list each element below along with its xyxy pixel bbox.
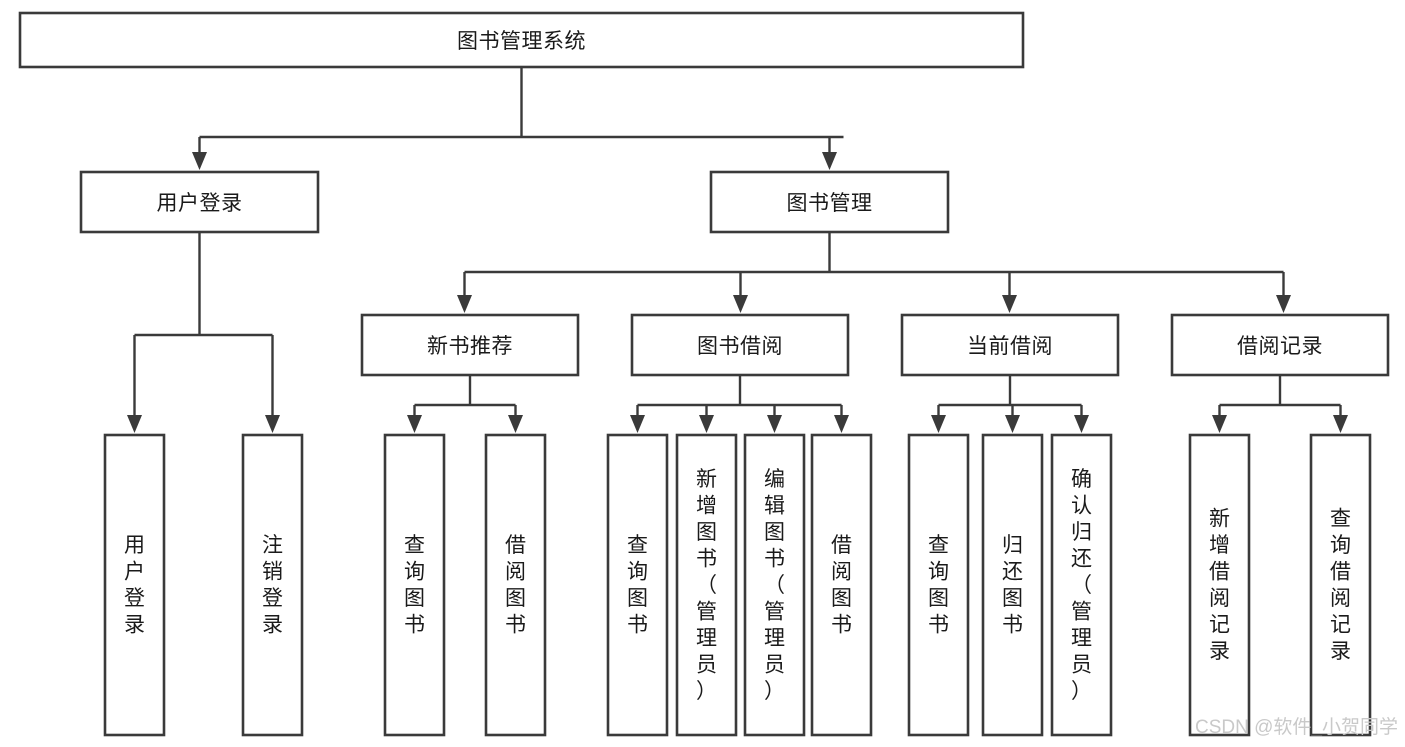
node-box-leaf-user-login xyxy=(103,433,166,737)
node-box-leaf-add-book xyxy=(675,433,738,737)
node-label-leaf-add-book: 新增图书（管理员） xyxy=(696,468,717,703)
node-label-leaf-user-login: 用户登录 xyxy=(124,534,145,637)
node-label-leaf-borrow-book-2: 借阅图书 xyxy=(831,534,852,637)
node-box-leaf-borrow-book-2 xyxy=(810,433,873,737)
node-label-borrow-record: 借阅记录 xyxy=(1237,335,1323,358)
node-box-leaf-confirm-return xyxy=(1050,433,1113,737)
node-leaf-query-book-2[interactable]: 查询图书 xyxy=(606,433,669,737)
node-layer: 图书管理系统用户登录图书管理新书推荐图书借阅当前借阅借阅记录用户登录注销登录查询… xyxy=(18,11,1390,737)
arrow-leaf-10 xyxy=(1005,415,1020,433)
arrow-book-borrow xyxy=(733,295,748,313)
node-box-root xyxy=(18,11,1025,69)
node-box-leaf-borrow-book-1 xyxy=(484,433,547,737)
node-box-leaf-query-book-1 xyxy=(383,433,446,737)
node-leaf-return-book[interactable]: 归还图书 xyxy=(981,433,1044,737)
node-label-leaf-edit-book: 编辑图书（管理员） xyxy=(764,468,785,703)
node-box-book-borrow xyxy=(630,313,850,377)
arrow-user-login xyxy=(192,152,207,170)
arrow-borrow-record xyxy=(1276,295,1291,313)
node-box-leaf-return-book xyxy=(981,433,1044,737)
node-book-borrow[interactable]: 图书借阅 xyxy=(630,313,850,377)
node-label-leaf-user-logout: 注销登录 xyxy=(262,534,283,637)
node-box-leaf-query-book-2 xyxy=(606,433,669,737)
node-label-leaf-add-record: 新增借阅记录 xyxy=(1209,508,1230,664)
node-leaf-query-book-1[interactable]: 查询图书 xyxy=(383,433,446,737)
arrow-leaf-3 xyxy=(407,415,422,433)
arrow-leaf-11 xyxy=(1074,415,1089,433)
node-root[interactable]: 图书管理系统 xyxy=(18,11,1025,69)
csdn-watermark: CSDN @软件_小贺同学 xyxy=(1195,716,1398,738)
node-box-leaf-add-record xyxy=(1188,433,1251,737)
arrow-leaf-4 xyxy=(508,415,523,433)
node-leaf-user-logout[interactable]: 注销登录 xyxy=(241,433,304,737)
node-label-leaf-confirm-return: 确认归还（管理员） xyxy=(1071,468,1092,703)
node-book-manage[interactable]: 图书管理 xyxy=(709,170,950,234)
node-label-leaf-query-book-3: 查询图书 xyxy=(928,534,949,637)
node-label-book-manage: 图书管理 xyxy=(787,192,873,215)
arrow-leaf-5 xyxy=(630,415,645,433)
node-box-current-borrow xyxy=(900,313,1120,377)
node-leaf-add-record[interactable]: 新增借阅记录 xyxy=(1188,433,1251,737)
node-box-leaf-query-record xyxy=(1309,433,1372,737)
node-box-leaf-edit-book xyxy=(743,433,806,737)
node-borrow-record[interactable]: 借阅记录 xyxy=(1170,313,1390,377)
node-leaf-borrow-book-1[interactable]: 借阅图书 xyxy=(484,433,547,737)
node-user-login[interactable]: 用户登录 xyxy=(79,170,320,234)
node-leaf-query-record[interactable]: 查询借阅记录 xyxy=(1309,433,1372,737)
node-label-current-borrow: 当前借阅 xyxy=(967,335,1053,358)
node-box-leaf-query-book-3 xyxy=(907,433,970,737)
arrow-leaf-7 xyxy=(767,415,782,433)
node-label-leaf-borrow-book-1: 借阅图书 xyxy=(505,534,526,637)
node-leaf-add-book[interactable]: 新增图书（管理员） xyxy=(675,433,738,737)
node-label-new-book-recommend: 新书推荐 xyxy=(427,335,513,358)
arrow-leaf-8 xyxy=(834,415,849,433)
node-label-user-login: 用户登录 xyxy=(157,192,243,215)
arrow-leaf-9 xyxy=(931,415,946,433)
node-leaf-query-book-3[interactable]: 查询图书 xyxy=(907,433,970,737)
node-leaf-edit-book[interactable]: 编辑图书（管理员） xyxy=(743,433,806,737)
node-new-book-recommend[interactable]: 新书推荐 xyxy=(360,313,580,377)
arrow-current-borrow xyxy=(1002,295,1017,313)
node-box-leaf-user-logout xyxy=(241,433,304,737)
node-label-leaf-return-book: 归还图书 xyxy=(1002,534,1023,637)
arrow-head-layer xyxy=(127,152,1348,433)
arrow-leaf-1 xyxy=(127,415,142,433)
arrow-new-book xyxy=(457,295,472,313)
arrow-leaf-2 xyxy=(265,415,280,433)
arrow-book-manage xyxy=(822,152,837,170)
arrow-leaf-13 xyxy=(1333,415,1348,433)
node-box-user-login xyxy=(79,170,320,234)
node-label-leaf-query-record: 查询借阅记录 xyxy=(1330,508,1351,664)
arrow-leaf-12 xyxy=(1212,415,1227,433)
node-label-leaf-query-book-2: 查询图书 xyxy=(627,534,648,637)
node-leaf-user-login[interactable]: 用户登录 xyxy=(103,433,166,737)
node-box-new-book-recommend xyxy=(360,313,580,377)
node-label-root: 图书管理系统 xyxy=(457,30,586,53)
arrow-leaf-6 xyxy=(699,415,714,433)
node-label-book-borrow: 图书借阅 xyxy=(697,335,783,358)
node-box-borrow-record xyxy=(1170,313,1390,377)
node-leaf-borrow-book-2[interactable]: 借阅图书 xyxy=(810,433,873,737)
node-label-leaf-query-book-1: 查询图书 xyxy=(404,534,425,637)
node-leaf-confirm-return[interactable]: 确认归还（管理员） xyxy=(1050,433,1113,737)
node-box-book-manage xyxy=(709,170,950,234)
node-current-borrow[interactable]: 当前借阅 xyxy=(900,313,1120,377)
